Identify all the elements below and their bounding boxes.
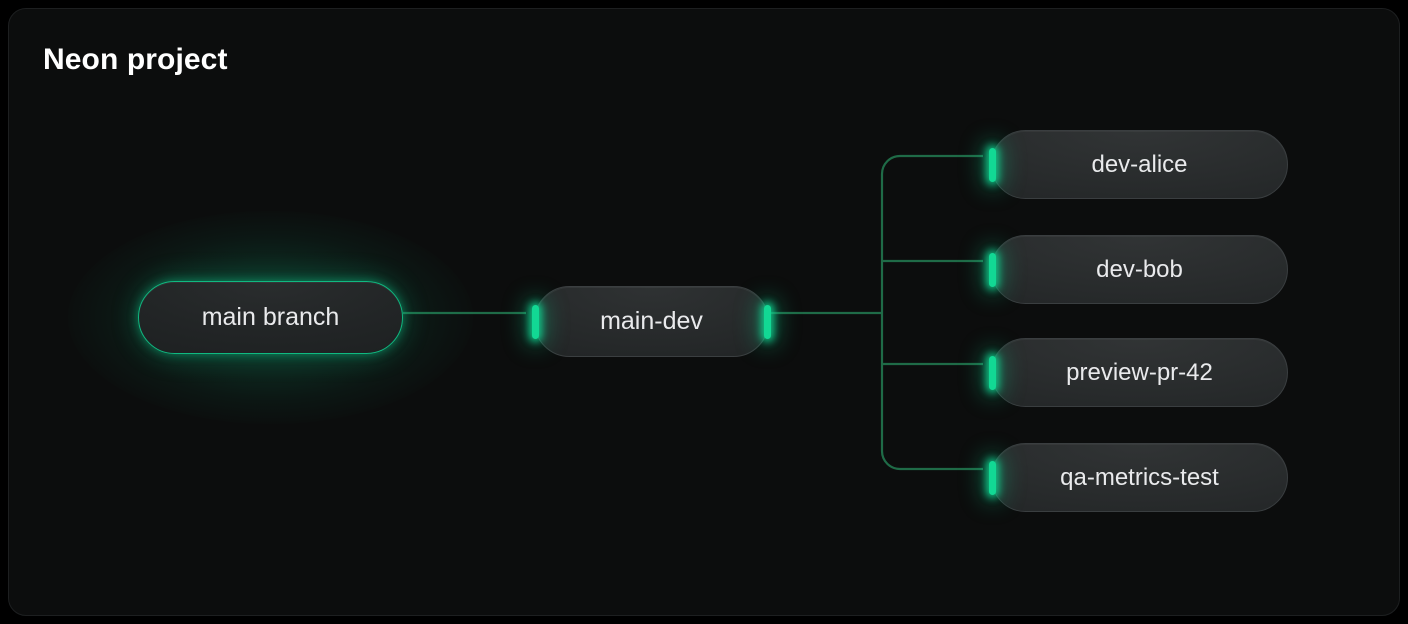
wire-branch-1 bbox=[880, 154, 983, 313]
branch-node-dev-alice[interactable]: dev-alice bbox=[989, 130, 1288, 199]
node-surface bbox=[138, 281, 403, 354]
branch-node-main-dev[interactable]: main-dev bbox=[532, 286, 771, 357]
branch-node-label: main-dev bbox=[600, 307, 703, 335]
project-card: Neon project bbox=[8, 8, 1400, 616]
connector-port-right bbox=[764, 304, 771, 339]
branch-node-label: dev-bob bbox=[1096, 255, 1183, 283]
wire-branch-4 bbox=[880, 313, 983, 471]
branch-node-dev-bob[interactable]: dev-bob bbox=[989, 235, 1288, 304]
branch-node-preview-pr-42[interactable]: preview-pr-42 bbox=[989, 338, 1288, 407]
branch-node-label: main branch bbox=[201, 303, 340, 331]
connector-port-left bbox=[989, 355, 996, 390]
branch-node-main[interactable]: main branch bbox=[68, 211, 473, 424]
branch-node-label: preview-pr-42 bbox=[1066, 358, 1213, 386]
page-title: Neon project bbox=[43, 43, 228, 76]
branch-node-qa-metrics-test[interactable]: qa-metrics-test bbox=[989, 443, 1288, 512]
connector-port-left bbox=[532, 304, 539, 339]
connector-port-left bbox=[989, 460, 996, 495]
branch-node-label: dev-alice bbox=[1091, 150, 1188, 178]
branch-node-label: qa-metrics-test bbox=[1060, 463, 1219, 491]
connector-port-left bbox=[989, 252, 996, 287]
connector-port-left bbox=[989, 147, 996, 182]
